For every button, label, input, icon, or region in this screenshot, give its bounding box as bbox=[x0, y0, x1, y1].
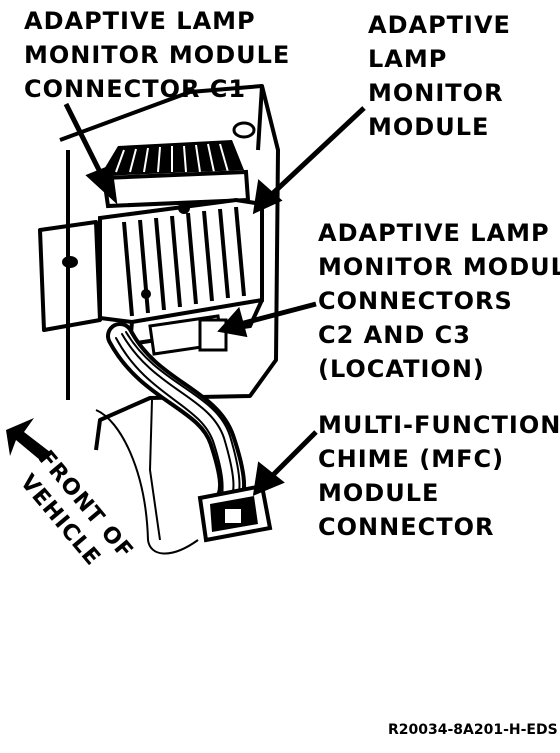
label-line: CONNECTOR C1 bbox=[24, 75, 247, 103]
label-line: (LOCATION) bbox=[318, 355, 485, 383]
label-line: MODULE bbox=[318, 479, 440, 507]
label-connector-c1: ADAPTIVE LAMP MONITOR MODULE CONNECTOR C… bbox=[24, 4, 290, 106]
label-line: ADAPTIVE bbox=[368, 11, 511, 39]
mount-hole bbox=[232, 121, 256, 139]
label-line: MONITOR MODULE bbox=[318, 253, 560, 281]
label-mfc-connector: MULTI-FUNCTION CHIME (MFC) MODULE CONNEC… bbox=[318, 408, 560, 544]
label-line: CONNECTOR bbox=[318, 513, 495, 541]
front-of-vehicle-arrow bbox=[6, 418, 50, 460]
wire-harness bbox=[106, 322, 247, 512]
label-line: MONITOR MODULE bbox=[24, 41, 291, 69]
callout-arrows bbox=[63, 102, 366, 497]
label-line: LAMP bbox=[368, 45, 448, 73]
label-line: CONNECTORS bbox=[318, 287, 513, 315]
label-line: MONITOR bbox=[368, 79, 504, 107]
label-line: C2 AND C3 bbox=[318, 321, 471, 349]
wire-loop bbox=[95, 409, 199, 555]
label-line: CHIME (MFC) bbox=[318, 445, 505, 473]
connector-c1 bbox=[100, 140, 251, 209]
mfc-connector bbox=[197, 483, 273, 543]
label-line: MULTI-FUNCTION bbox=[318, 411, 560, 439]
label-line: ADAPTIVE LAMP bbox=[318, 219, 550, 247]
panel-edge bbox=[148, 399, 161, 541]
figure-id: R20034-8A201-H-EDS bbox=[388, 722, 558, 738]
label-line: MODULE bbox=[368, 113, 490, 141]
label-line: ADAPTIVE LAMP bbox=[24, 7, 256, 35]
label-module: ADAPTIVE LAMP MONITOR MODULE bbox=[368, 8, 511, 144]
label-connectors-c2-c3: ADAPTIVE LAMP MONITOR MODULE CONNECTORS … bbox=[318, 216, 560, 386]
connector-c2-c3 bbox=[148, 314, 228, 356]
